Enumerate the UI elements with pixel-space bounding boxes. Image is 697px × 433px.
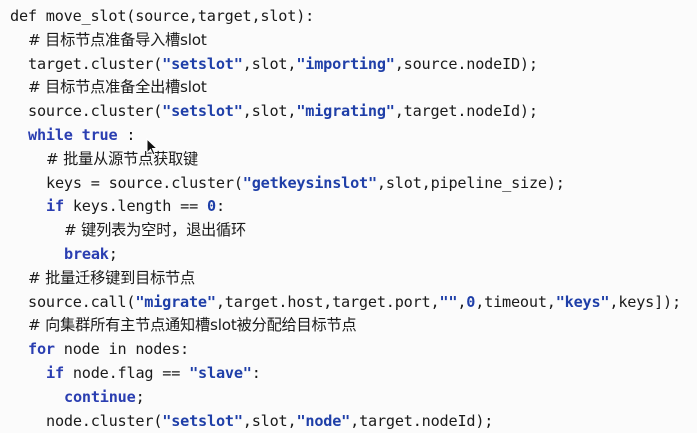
code-token: ,keys]);: [609, 292, 681, 311]
code-token: true: [81, 125, 118, 144]
code-token: break: [64, 244, 109, 263]
code-token: ,slot,: [242, 102, 297, 121]
code-token: "importing": [296, 54, 395, 73]
code-lines: def move_slot(source,target,slot): # 目标节点…: [0, 5, 697, 433]
code-token: :: [251, 363, 261, 382]
code-line: # 键列表为空时，退出循环: [0, 219, 697, 243]
code-token: ,target.nodeId);: [394, 102, 538, 121]
code-line: for node in nodes:: [0, 338, 697, 362]
code-line: def move_slot(source,target,slot):: [0, 5, 697, 29]
code-token: # 批量从源节点获取键: [46, 149, 199, 168]
code-token: :: [215, 197, 225, 216]
code-line: source.call("migrate",target.host,target…: [0, 291, 697, 315]
code-token: if: [46, 197, 64, 216]
code-token: ;: [135, 387, 145, 406]
code-token: :: [117, 125, 136, 144]
code-line: if keys.length == 0:: [0, 195, 697, 219]
code-token: # 键列表为空时，退出循环: [64, 221, 247, 240]
code-token: 0: [207, 197, 216, 216]
code-token: # 向集群所有主节点通知槽slot被分配给目标节点: [28, 316, 357, 335]
code-token: "migrating": [296, 102, 395, 121]
code-token: node.cluster(: [46, 411, 163, 430]
code-token: [73, 126, 82, 144]
code-line: # 批量迁移键到目标节点: [0, 267, 697, 291]
code-token: keys = source.cluster(: [46, 173, 243, 192]
code-token: "node": [296, 411, 351, 430]
code-token: # 目标节点准备全出槽slot: [28, 78, 207, 97]
code-token: ,slot,pipeline_size);: [376, 173, 565, 192]
code-token: ,target.host,target.port,: [215, 292, 440, 311]
code-token: node in nodes:: [54, 340, 189, 359]
code-line: # 目标节点准备导入槽slot: [0, 29, 697, 53]
code-line: node.cluster("setslot",slot,"node",targe…: [0, 410, 697, 433]
code-token: "setslot": [162, 54, 243, 73]
code-token: ,timeout,: [475, 292, 556, 311]
code-line: # 目标节点准备全出槽slot: [0, 76, 697, 100]
code-token: while: [28, 125, 73, 144]
code-line: # 向集群所有主节点通知槽slot被分配给目标节点: [0, 314, 697, 338]
code-token: "getkeysinslot": [242, 173, 377, 192]
code-token: def move_slot(source,target,slot):: [10, 7, 315, 25]
code-token: ,slot,: [242, 54, 297, 73]
code-token: source.cluster(: [28, 102, 163, 121]
code-token: if: [46, 363, 64, 382]
code-token: "setslot": [162, 411, 243, 430]
code-token: ,: [457, 292, 467, 311]
code-token: target.cluster(: [28, 54, 163, 73]
code-token: "": [439, 292, 458, 311]
code-line: while true :: [0, 124, 697, 148]
code-token: for: [28, 340, 55, 359]
code-token: # 目标节点准备导入槽slot: [28, 30, 207, 49]
code-token: ,target.nodeId);: [350, 411, 494, 430]
code-line: break;: [0, 243, 697, 267]
code-token: 0: [466, 292, 476, 311]
code-token: "slave": [189, 363, 252, 382]
code-token: "keys": [555, 292, 610, 311]
code-line: source.cluster("setslot",slot,"migrating…: [0, 100, 697, 124]
code-token: node.flag ==: [63, 363, 190, 382]
code-token: source.call(: [28, 292, 136, 311]
code-token: continue: [64, 387, 136, 406]
code-token: "setslot": [162, 102, 243, 121]
code-token: ,slot,: [242, 411, 297, 430]
code-line: if node.flag == "slave":: [0, 362, 697, 386]
code-line: target.cluster("setslot",slot,"importing…: [0, 53, 697, 77]
code-line: keys = source.cluster("getkeysinslot",sl…: [0, 172, 697, 196]
arrow-cursor-icon: [146, 138, 158, 156]
code-line: # 批量从源节点获取键: [0, 148, 697, 172]
code-token: ;: [108, 244, 118, 263]
code-token: "migrate": [135, 292, 216, 311]
code-token: keys.length ==: [63, 197, 207, 216]
code-token: ,source.nodeID);: [394, 54, 538, 73]
code-token: # 批量迁移键到目标节点: [28, 268, 196, 287]
code-line: continue;: [0, 386, 697, 410]
